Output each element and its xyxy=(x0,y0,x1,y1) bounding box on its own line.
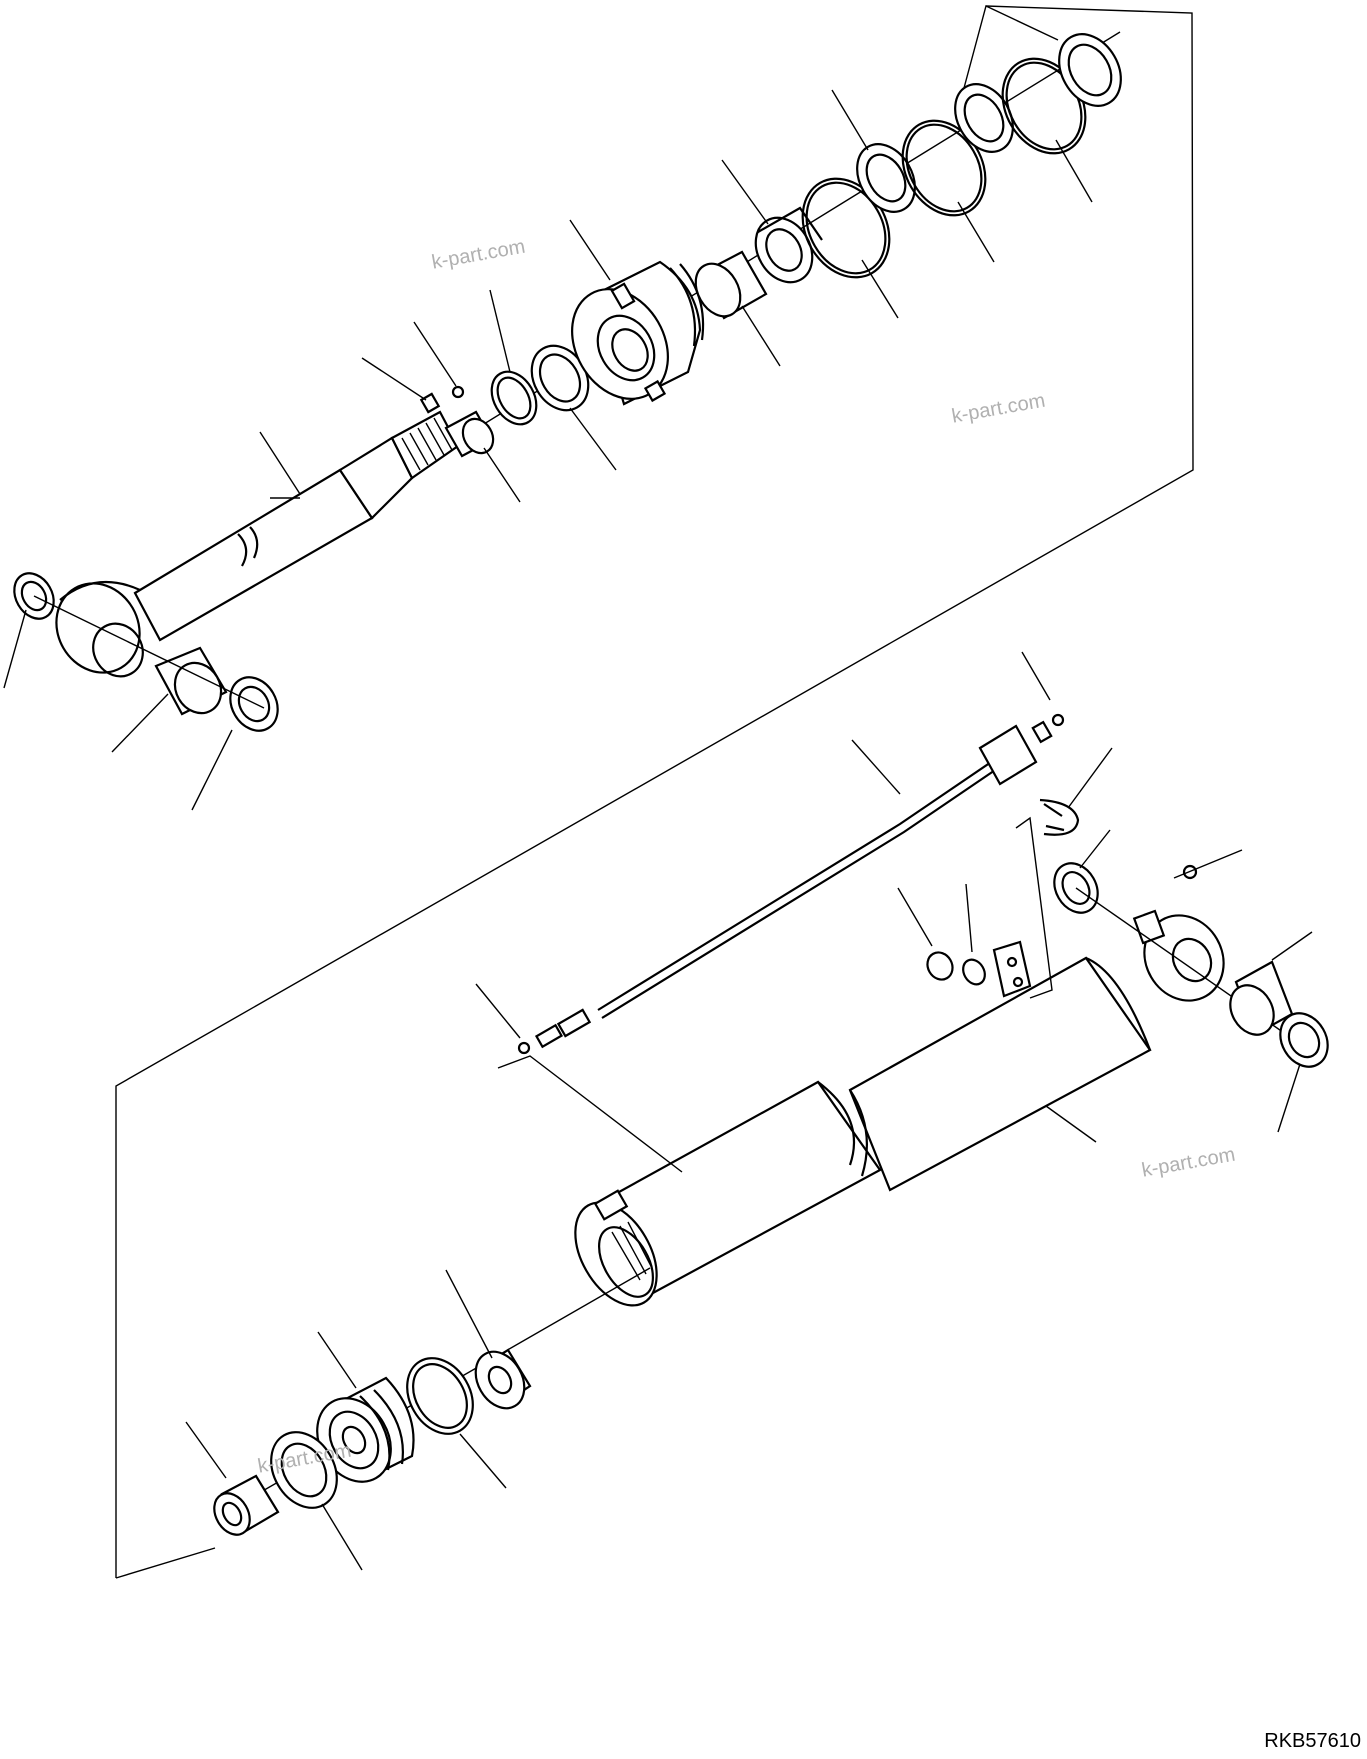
upper-group-frame xyxy=(115,5,1194,1578)
fitting-bracket xyxy=(497,1055,683,1173)
piston-rod xyxy=(55,410,460,678)
dust-seal-rod-eye-2 xyxy=(229,676,279,732)
nut xyxy=(926,951,954,981)
set-screw xyxy=(419,392,441,414)
cylinder-head xyxy=(571,260,705,406)
u-bolt xyxy=(1039,798,1080,836)
piston xyxy=(316,1376,415,1483)
top-bracket xyxy=(963,5,1059,89)
steel-ball xyxy=(451,385,465,399)
drawing-code: RKB57610 xyxy=(1264,1730,1361,1752)
cylinder-tube xyxy=(574,909,1225,1307)
o-ring-2 xyxy=(901,119,987,217)
piston-ring xyxy=(270,1431,338,1509)
clamp-bracket xyxy=(1015,816,1053,999)
washer xyxy=(962,958,986,986)
hydraulic-tube xyxy=(517,713,1065,1055)
backup-ring-1 xyxy=(856,143,916,213)
lower-group-frame xyxy=(115,1547,216,1579)
leader-lines xyxy=(3,89,1313,1571)
clamp-plate xyxy=(992,940,1032,998)
dust-seal-head xyxy=(1058,33,1122,107)
snap-ring xyxy=(490,370,538,426)
